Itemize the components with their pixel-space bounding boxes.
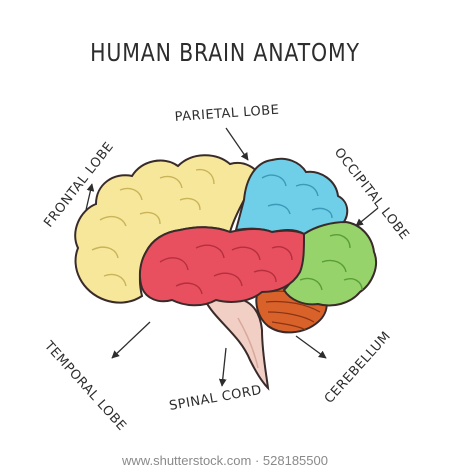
temporal-lobe <box>138 226 306 307</box>
watermark: www.shutterstock.com · 528185500 <box>0 452 450 470</box>
arrow-spinal <box>218 347 227 387</box>
label-parietal: PARIETAL LOBE <box>174 103 280 125</box>
label-spinal: SPINAL CORD <box>168 383 263 414</box>
arrow-temporal <box>111 321 151 359</box>
arrow-cerebellum <box>295 335 327 359</box>
arrow-parietal <box>225 127 249 161</box>
arrow-frontal <box>85 183 95 211</box>
brain-stem <box>203 296 270 391</box>
diagram-title: HUMAN BRAIN ANATOMY <box>90 38 360 67</box>
arrow-occipital <box>355 207 379 227</box>
label-temporal: TEMPORAL LOBE <box>40 338 129 434</box>
label-cerebellum: CEREBELLUM <box>322 329 394 407</box>
